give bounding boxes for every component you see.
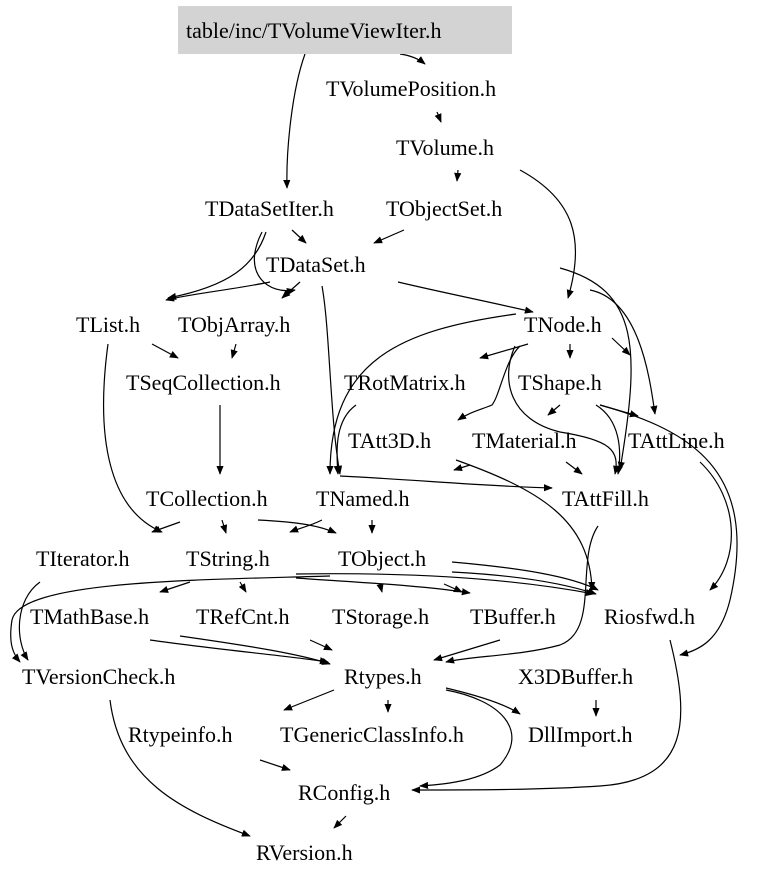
graph-edges <box>10 53 738 837</box>
node-tdatasetiter: TDataSetIter.h <box>205 196 334 221</box>
edge-root-tdatasetiter <box>283 53 306 189</box>
edge-tdatasetiter-tdataset <box>291 229 307 244</box>
node-rversion: RVersion.h <box>256 840 353 865</box>
node-tseqcollection: TSeqCollection.h <box>126 370 281 395</box>
node-tversioncheck: TVersionCheck.h <box>22 664 175 689</box>
edge-riosfwd-rconfig <box>411 639 682 794</box>
edge-tshape-tmaterial <box>547 404 561 416</box>
edge-trefcnt-rtypes <box>179 635 331 665</box>
edge-tdataset-tnode <box>397 281 534 314</box>
edge-tobject-riosfwd-2 <box>451 571 597 595</box>
edge-tdataset-tobjarray <box>281 281 301 299</box>
edge-tatt3d-riosfwd <box>455 459 596 591</box>
edge-tstring-tmathbase <box>159 581 191 593</box>
node-tgenericclassinfo: TGenericClassInfo.h <box>280 722 464 747</box>
node-dllimport: DllImport.h <box>528 722 633 747</box>
edge-tvolume-tnode <box>519 169 577 299</box>
node-tobject: TObject.h <box>338 546 426 571</box>
graph-nodes: table/inc/TVolumeViewIter.h TVolumePosit… <box>22 6 725 865</box>
edge-tstring-riosfwd <box>295 573 595 597</box>
node-tstorage: TStorage.h <box>332 604 429 629</box>
root-node-label: table/inc/TVolumeViewIter.h <box>186 18 441 43</box>
edge-tobjarray-tseqcollection <box>230 343 238 359</box>
edge-rtypes-rtypeinfo <box>283 689 335 711</box>
edge-tmaterial-tattfill <box>565 461 583 475</box>
node-tvolume: TVolume.h <box>396 135 494 160</box>
node-tattfill: TAttFill.h <box>562 486 649 511</box>
node-titerator: TIterator.h <box>36 546 129 571</box>
edge-rtypes-rconfig <box>419 689 513 790</box>
edge-tobjectset-tdataset <box>373 229 405 244</box>
edge-tnamed-tattfill <box>339 475 553 492</box>
edge-tdataset-tlist <box>165 281 271 302</box>
node-tvolumeposition: TVolumePosition.h <box>326 76 496 101</box>
node-tdataset: TDataSet.h <box>266 252 366 277</box>
node-tshape: TShape.h <box>518 370 602 395</box>
edge-tmaterial-tnamed <box>453 464 471 472</box>
edge-tstorage-rtypes <box>309 639 333 651</box>
node-rconfig: RConfig.h <box>298 780 390 805</box>
node-trefcnt: TRefCnt.h <box>196 604 290 629</box>
edge-tdatasetiter-tlist <box>167 231 267 300</box>
edge-tmathbase-rtypes <box>149 639 329 665</box>
edge-tcollection-tstring <box>220 519 228 534</box>
edge-tversioncheck-rversion <box>109 699 251 837</box>
node-tbuffer: TBuffer.h <box>470 604 556 629</box>
node-riosfwd: Riosfwd.h <box>604 604 695 629</box>
node-tmaterial: TMaterial.h <box>472 428 576 453</box>
edge-tnode-trotmatrix <box>479 343 529 360</box>
node-tmathbase: TMathBase.h <box>30 604 149 629</box>
edge-root-tvolumeposition <box>399 53 426 65</box>
edge-tvolume-tattfill <box>559 267 632 471</box>
edge-tstring-trefcnt <box>238 581 247 593</box>
node-tobjarray: TObjArray.h <box>178 312 290 337</box>
node-tatt3d: TAtt3D.h <box>348 428 431 453</box>
edge-tnode-tattline <box>589 289 658 415</box>
edge-tattline-riosfwd <box>699 461 732 591</box>
node-rtypes: Rtypes.h <box>344 664 422 689</box>
node-tlist: TList.h <box>76 312 140 337</box>
edge-rconfig-rversion <box>333 815 347 829</box>
node-tcollection: TCollection.h <box>146 486 268 511</box>
node-trotmatrix: TRotMatrix.h <box>344 370 466 395</box>
edge-tcollection-titerator <box>151 521 181 533</box>
node-tnode: TNode.h <box>524 312 602 337</box>
edge-tvolume-tobjectset <box>454 169 462 182</box>
edge-tobject-tbuffer <box>443 583 463 593</box>
edge-tnamed-tstring <box>289 519 323 533</box>
node-rtypeinfo: Rtypeinfo.h <box>128 722 233 747</box>
edge-tbuffer-rtypes <box>433 639 501 662</box>
edge-tvolumeposition-tvolume <box>434 111 442 123</box>
edge-tnode-tnamed <box>326 313 517 475</box>
edge-tattfill-rtypes <box>445 525 599 664</box>
root-node-box <box>178 6 512 54</box>
edge-tshape-x3dbuffer <box>599 404 738 657</box>
edge-tcollection-tobject <box>257 519 337 534</box>
edge-tobject-riosfwd <box>451 561 599 591</box>
edge-tstring-tversioncheck <box>10 575 331 663</box>
edge-tstring-tbuffer <box>295 577 471 596</box>
edge-titerator-tversioncheck <box>18 581 41 661</box>
edge-tobject-tstorage <box>376 583 384 593</box>
edge-rtypeinfo-rconfig <box>259 759 291 771</box>
node-x3dbuffer: X3DBuffer.h <box>518 664 633 689</box>
edge-trotmatrix-tnamed <box>333 404 357 475</box>
edge-tnode-tattfill <box>508 345 621 475</box>
node-tattline: TAttLine.h <box>628 428 725 453</box>
node-tobjectset: TObjectSet.h <box>386 196 502 221</box>
edge-tlist-tstring <box>103 343 163 533</box>
edge-tshape-tattfill <box>595 404 623 475</box>
node-tnamed: TNamed.h <box>316 486 409 511</box>
node-tstring: TString.h <box>186 546 270 571</box>
edge-tlist-tseqcollection <box>151 343 179 359</box>
edge-tnode-tattline-2 <box>611 337 631 356</box>
edge-rtypes-dllimport <box>445 687 521 715</box>
